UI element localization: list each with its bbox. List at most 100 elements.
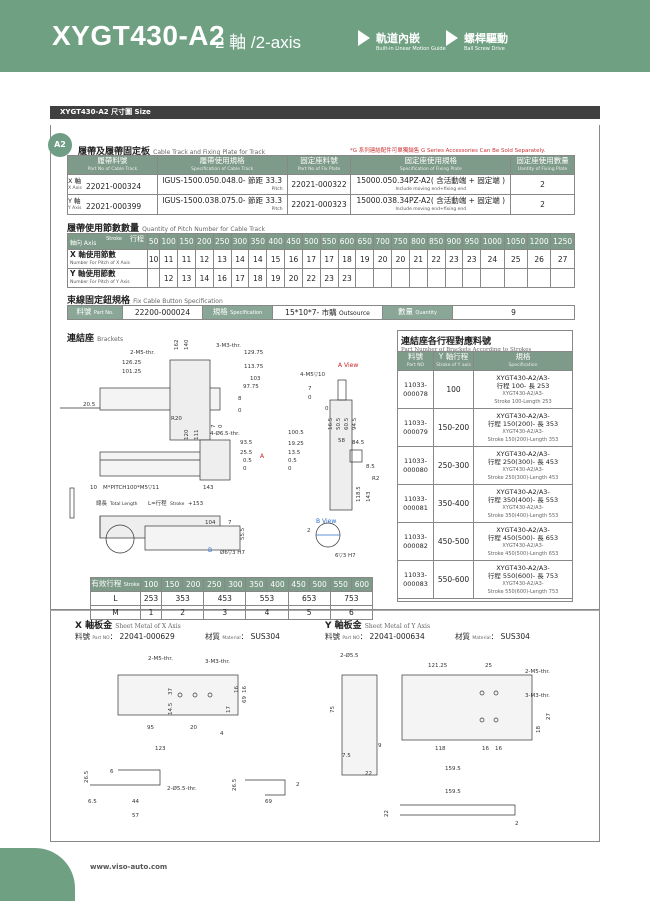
svg-text:9: 9 <box>378 743 382 749</box>
svg-text:0.5: 0.5 <box>243 458 252 464</box>
x-pitch-cell: 20 <box>391 249 410 269</box>
stroke-header: 1000 <box>480 233 505 250</box>
x-pitch-cell: 17 <box>319 249 339 269</box>
size-bar: XYGT430-A2 尺寸圖 Size <box>50 106 600 119</box>
y-pitch-cell <box>503 268 528 288</box>
x-sheet-title: X 軸板金 Sheet Metal of X Axis <box>75 621 181 631</box>
svg-text:22: 22 <box>384 810 390 817</box>
stroke-header: 500 <box>301 233 321 250</box>
y-pitch-cell: 17 <box>230 268 250 288</box>
svg-text:26.5: 26.5 <box>232 778 238 791</box>
svg-text:0: 0 <box>218 424 224 428</box>
stroke-header: 200 <box>194 233 214 250</box>
svg-text:162: 162 <box>174 340 180 350</box>
x-sheet-drawing: 2-M5-thr. 3-M3-thr. 37 14.5 17 16 16 69 … <box>84 656 300 819</box>
y-pitch-cell: 22 <box>301 268 321 288</box>
svg-text:14.5: 14.5 <box>168 702 174 715</box>
svg-text:121.25: 121.25 <box>428 663 448 669</box>
svg-text:120: 120 <box>184 429 190 440</box>
svg-text:2: 2 <box>307 528 311 534</box>
model-title: XYGT430-A2 <box>52 20 226 51</box>
svg-text:6▽3 H7: 6▽3 H7 <box>335 553 356 559</box>
stroke-header: 1050 <box>503 233 528 250</box>
length-cell: 653 <box>287 591 331 606</box>
x-pitch-cell: 19 <box>355 249 375 269</box>
svg-text:7: 7 <box>211 424 217 428</box>
stroke-cell: 500 <box>308 577 331 592</box>
y-sheet-title: Y 軸板金 Sheet Metal of Y Axis <box>325 621 431 631</box>
svg-text:97.75: 97.75 <box>243 384 259 390</box>
length-cell: 553 <box>245 591 289 606</box>
svg-text:13.5: 13.5 <box>288 450 301 456</box>
stroke-cell: 450 <box>287 577 310 592</box>
svg-text:8.5: 8.5 <box>366 464 375 470</box>
svg-text:總長: 總長 <box>96 499 108 507</box>
x-pitch-cell: 14 <box>248 249 268 269</box>
svg-text:2: 2 <box>296 782 300 788</box>
y-pitch-cell <box>355 268 375 288</box>
pitch-title: 履帶使用節數數量 Quantity of Pitch Number for Ca… <box>67 224 266 234</box>
x-pitch-cell: 25 <box>503 249 528 269</box>
svg-text:143: 143 <box>203 485 214 491</box>
stroke-header: 1250 <box>550 233 575 250</box>
svg-text:126.25: 126.25 <box>122 360 142 366</box>
svg-text:55.5: 55.5 <box>240 527 246 540</box>
y-pitch-cell: 23 <box>337 268 357 288</box>
svg-text:27: 27 <box>546 713 552 720</box>
svg-text:L=行程: L=行程 <box>148 499 167 507</box>
svg-text:16.5: 16.5 <box>328 417 334 430</box>
x-pitch-cell: 14 <box>230 249 250 269</box>
y-pitch-cell <box>444 268 464 288</box>
x-pitch-cell: 22 <box>426 249 446 269</box>
x-sheet-material: 材質 Material： SUS304 <box>205 632 280 641</box>
stroke-header: 100 <box>159 233 179 250</box>
b-view-label: B View <box>316 518 336 525</box>
footer-url[interactable]: www.viso-auto.com <box>90 863 168 871</box>
y-pitch-cell: 20 <box>284 268 303 288</box>
x-pitch-cell: 16 <box>284 249 303 269</box>
m-cell: 6 <box>329 605 374 620</box>
svg-text:111: 111 <box>194 430 200 441</box>
svg-text:50.5: 50.5 <box>336 417 342 430</box>
x-pitch-cell: 24 <box>480 249 505 269</box>
svg-text:159.5: 159.5 <box>445 789 461 795</box>
stroke-header: 600 <box>337 233 357 250</box>
svg-text:20.5: 20.5 <box>83 402 96 408</box>
dim-label: 3-M3-thr. <box>216 343 241 349</box>
stroke-header: 550 <box>319 233 339 250</box>
y-pitch-cell <box>462 268 482 288</box>
y-sheet-drawing: 2-Ø5.5 121.25 25 2-M5-thr. 3-M3-thr. 75 … <box>330 652 552 827</box>
stroke-cell: 300 <box>224 577 247 592</box>
stroke-header: 900 <box>444 233 464 250</box>
footer-tab <box>0 848 75 901</box>
svg-text:10: 10 <box>90 485 97 491</box>
stroke-cell: 400 <box>266 577 289 592</box>
m-cell: 4 <box>245 605 289 620</box>
y-pitch-cell: 23 <box>319 268 339 288</box>
svg-text:18: 18 <box>536 726 542 733</box>
x-pitch-cell: 10 <box>146 249 161 269</box>
stroke-header: 850 <box>426 233 446 250</box>
feature-screw: 螺桿驅動 <box>464 32 508 45</box>
x-pitch-cell: 12 <box>194 249 214 269</box>
y-pitch-cell: 16 <box>212 268 232 288</box>
x-pitch-cell: 18 <box>337 249 357 269</box>
svg-text:26.5: 26.5 <box>84 770 90 783</box>
y-pitch-cell <box>373 268 393 288</box>
svg-text:Stroke: Stroke <box>170 501 185 507</box>
y-pitch-cell <box>391 268 410 288</box>
y-pitch-cell <box>526 268 552 288</box>
svg-text:93.5: 93.5 <box>240 440 253 446</box>
svg-text:25: 25 <box>485 663 492 669</box>
page-header: XYGT430-A2 2 軸 /2-axis 軌道內嵌 Built-in Lin… <box>0 0 650 72</box>
svg-text:143: 143 <box>366 491 372 502</box>
stroke-header: 150 <box>177 233 196 250</box>
stroke-header: 650 <box>355 233 375 250</box>
svg-text:95: 95 <box>147 725 154 731</box>
svg-text:69: 69 <box>242 696 248 703</box>
